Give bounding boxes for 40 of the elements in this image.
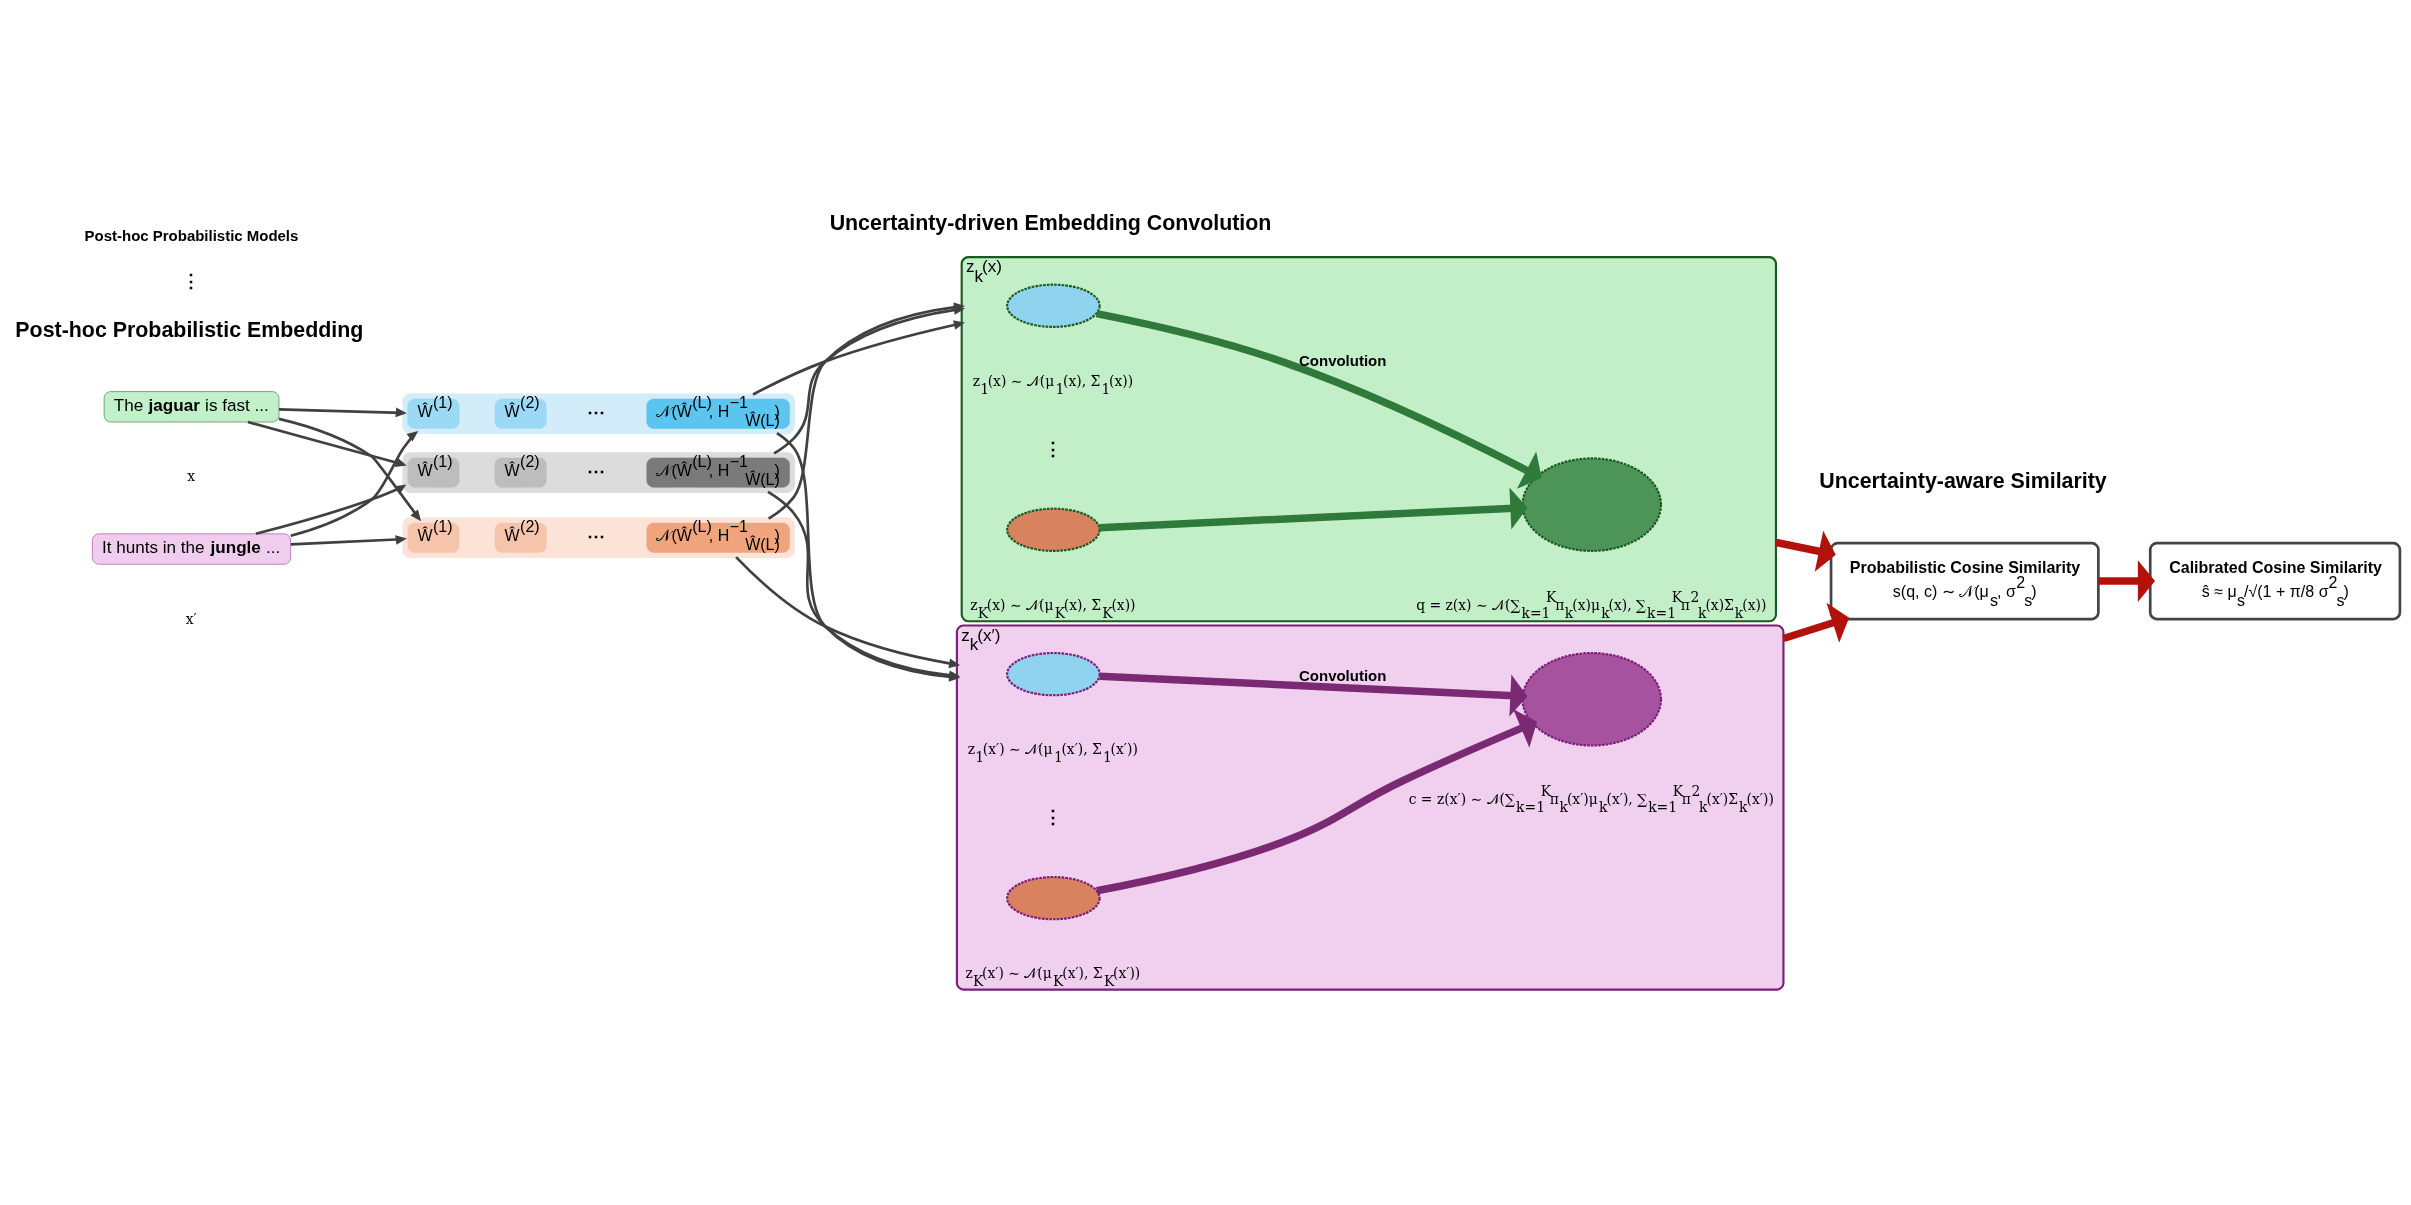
label: ⋯ (587, 401, 606, 422)
arrow (290, 535, 407, 546)
node-ellipse (1521, 457, 1663, 552)
arrow (1096, 708, 1537, 895)
node-ellipse (1006, 283, 1101, 328)
node-label: x (187, 468, 196, 485)
edge-label: Convolution (1299, 351, 1387, 369)
node-ellipse (1006, 875, 1101, 921)
node-ellipse (1521, 651, 1663, 747)
label: Post-hoc Probabilistic Embedding (15, 317, 364, 342)
label: ⋮ (182, 270, 201, 291)
label: Post-hoc Probabilistic Models (84, 226, 299, 244)
arrow (247, 420, 407, 467)
arrow (290, 430, 419, 537)
arrow (1782, 602, 1850, 643)
cluster (402, 452, 795, 493)
node-ellipse (1006, 651, 1101, 697)
cluster (402, 517, 795, 559)
arrow (1095, 309, 1542, 489)
arrow (735, 556, 961, 669)
edge-label: Convolution (1299, 667, 1387, 685)
label: ⋯ (587, 525, 606, 546)
node-ellipse (1006, 507, 1101, 552)
arrow (1099, 672, 1528, 717)
arrow (279, 407, 407, 418)
node-box: It hunts in the jungle ... (92, 533, 291, 565)
node-label: x′ (185, 610, 197, 627)
label: ⋮ (1044, 807, 1063, 828)
node-box: The jaguar is fast ... (103, 391, 280, 423)
arrow (278, 417, 422, 522)
label: ⋮ (1044, 438, 1063, 459)
arrow (2098, 560, 2155, 603)
label: Uncertainty-driven Embedding Convolution (829, 210, 1272, 235)
arrow (1099, 487, 1528, 532)
label: ⋯ (587, 460, 606, 481)
arrow (255, 484, 407, 536)
arrow (752, 320, 965, 396)
label: Uncertainty-aware Similarity (1819, 469, 2107, 494)
arrow (1775, 530, 1836, 572)
cluster (402, 393, 795, 435)
